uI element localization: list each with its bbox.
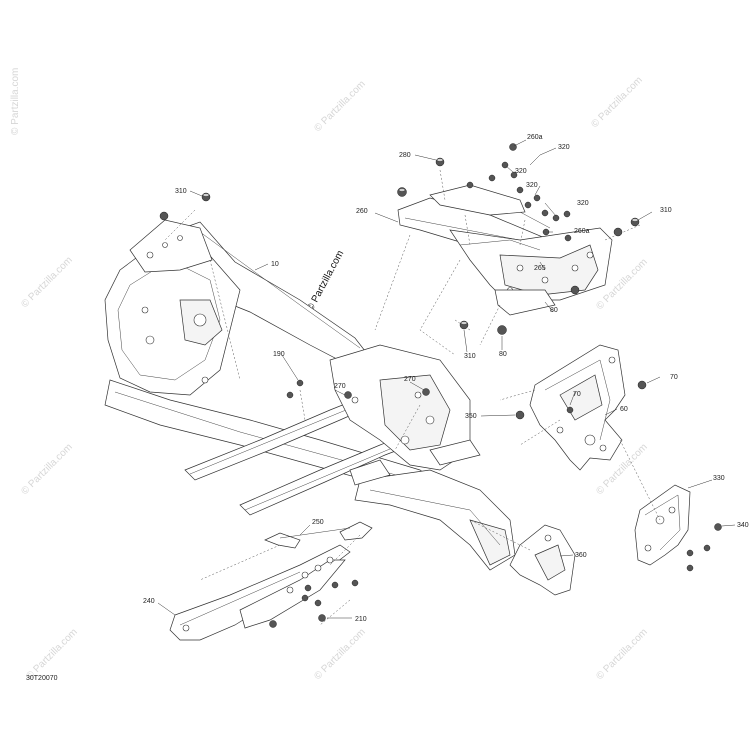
nut-icon	[201, 192, 211, 202]
main-frame	[104, 219, 516, 571]
nut-icon	[459, 320, 469, 330]
callout-labels: 280 260a 320 320 320 320 260a 310 260 26…	[143, 134, 749, 623]
nut-icon	[422, 388, 430, 396]
watermark: © Partzilla.com	[312, 79, 367, 134]
nut-icon	[286, 391, 294, 399]
callout-80: 80	[550, 307, 558, 314]
nut-icon	[564, 234, 572, 242]
nut-icon	[570, 285, 580, 295]
nut-icon	[466, 181, 474, 189]
nut-icon	[159, 211, 169, 221]
nut-icon	[488, 174, 496, 182]
watermark: © Partzilla.com	[10, 68, 21, 135]
nut-icon	[515, 410, 525, 420]
watermark: © Partzilla.com	[24, 627, 79, 682]
plate-330	[634, 484, 691, 566]
nut-icon	[613, 227, 623, 237]
nut-icon	[269, 620, 277, 628]
callout-310: 310	[660, 207, 672, 214]
nut-icon	[714, 523, 722, 531]
callout-270: 270	[404, 376, 416, 383]
nut-icon	[630, 217, 640, 227]
callout-10: 10	[271, 261, 279, 268]
callout-340: 340	[737, 522, 749, 529]
nut-icon	[541, 209, 549, 217]
callout-320: 320	[526, 182, 538, 189]
arm-240	[169, 544, 351, 641]
callout-70: 70	[573, 391, 581, 398]
callout-265: 265	[534, 265, 546, 272]
nut-icon	[509, 143, 517, 151]
nut-icon	[344, 391, 352, 399]
callout-70: 70	[670, 374, 678, 381]
rear-subframe	[397, 184, 613, 316]
callout-320: 320	[577, 200, 589, 207]
callout-260: 260	[356, 208, 368, 215]
callout-270: 270	[334, 383, 346, 390]
nut-icon	[314, 599, 322, 607]
center-watermark: © Partzilla.com	[305, 249, 346, 314]
callout-280: 280	[399, 152, 411, 159]
nut-icon	[304, 584, 312, 592]
bracket-360	[509, 524, 576, 596]
callout-330: 330	[713, 475, 725, 482]
nut-icon	[318, 614, 326, 622]
nut-icon	[516, 186, 524, 194]
callout-320: 320	[558, 144, 570, 151]
watermark: © Partzilla.com	[589, 75, 644, 130]
nut-icon	[686, 549, 694, 557]
callout-250: 250	[312, 519, 324, 526]
nut-icon	[686, 564, 694, 572]
callout-190: 190	[273, 351, 285, 358]
fasteners	[159, 143, 722, 628]
callout-320: 320	[515, 168, 527, 175]
nut-icon	[533, 194, 541, 202]
callout-310: 310	[175, 188, 187, 195]
nut-icon	[524, 201, 532, 209]
nut-icon	[510, 171, 518, 179]
callout-310: 310	[464, 353, 476, 360]
callout-260a: 260a	[574, 228, 590, 235]
nut-icon	[397, 187, 407, 197]
callout-350: 350	[465, 413, 477, 420]
callout-60: 60	[620, 406, 628, 413]
nut-icon	[301, 594, 309, 602]
callout-leaders	[157, 139, 736, 619]
nut-icon	[351, 579, 359, 587]
callout-240: 240	[143, 598, 155, 605]
nut-icon	[331, 581, 339, 589]
nut-icon	[566, 406, 574, 414]
assembly-lines	[164, 169, 661, 626]
bracket-250	[264, 521, 373, 549]
callout-80: 80	[499, 351, 507, 358]
nut-icon	[703, 544, 711, 552]
watermark: © Partzilla.com	[19, 442, 74, 497]
nut-icon	[637, 380, 647, 390]
nut-icon	[552, 214, 560, 222]
callout-260a: 260a	[527, 134, 543, 141]
watermark: © Partzilla.com	[594, 627, 649, 682]
watermark: © Partzilla.com	[19, 255, 74, 310]
nut-icon	[435, 157, 445, 167]
callout-360: 360	[575, 552, 587, 559]
nut-icon	[563, 210, 571, 218]
nut-icon	[296, 379, 304, 387]
callout-210: 210	[355, 616, 367, 623]
nut-icon	[497, 325, 507, 335]
diagram-reference-code: 30T20070	[26, 675, 58, 682]
bracket-60	[529, 344, 626, 471]
watermark: © Partzilla.com	[312, 627, 367, 682]
